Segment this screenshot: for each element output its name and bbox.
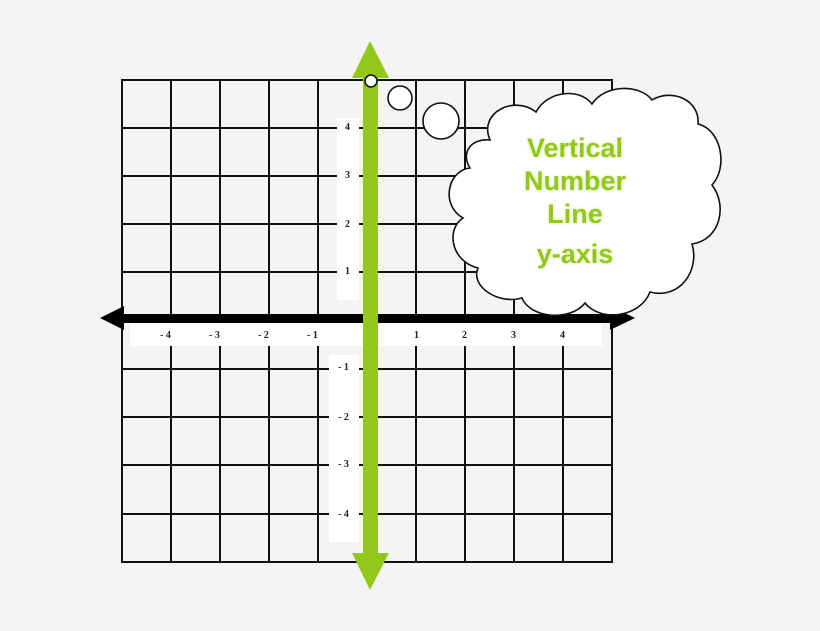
callout-axis-name: y-axis: [536, 239, 614, 269]
y-tick-label: 2: [345, 219, 350, 230]
y-tick-label: 1: [345, 266, 350, 277]
callout-line: Number: [523, 166, 626, 196]
up-arrowhead-icon: [352, 41, 389, 78]
y-tick-label: - 3: [338, 459, 349, 470]
y-tick-label: - 4: [338, 509, 349, 520]
y-tick-label: - 1: [338, 362, 349, 373]
x-tick-label: 3: [511, 330, 516, 341]
y-ticks: [359, 127, 363, 515]
x-tick-label: - 3: [209, 330, 220, 341]
callout-line: Line: [547, 199, 603, 229]
callout-line: Vertical: [526, 133, 624, 163]
y-tick-label: 3: [345, 170, 350, 181]
y-tick-label: 4: [345, 122, 350, 133]
y-axis-arrow: [352, 41, 389, 590]
thought-bubble-trail: [364, 74, 460, 140]
cloud-callout-shape: [448, 87, 722, 317]
y-tick-label: - 2: [338, 412, 349, 423]
x-tick-label: 2: [462, 330, 467, 341]
y-label-strip-positive: [337, 118, 359, 300]
down-arrowhead-icon: [352, 553, 389, 590]
left-arrowhead-icon: [100, 306, 124, 330]
y-label-strip-negative: [329, 355, 359, 542]
x-tick-label: 1: [414, 330, 419, 341]
x-tick-label: - 1: [307, 330, 318, 341]
x-tick-label: - 4: [160, 330, 171, 341]
cloud-callout-text: Vertical Number Line y-axis: [470, 132, 680, 271]
x-tick-label: - 2: [258, 330, 269, 341]
x-tick-label: 4: [560, 330, 565, 341]
